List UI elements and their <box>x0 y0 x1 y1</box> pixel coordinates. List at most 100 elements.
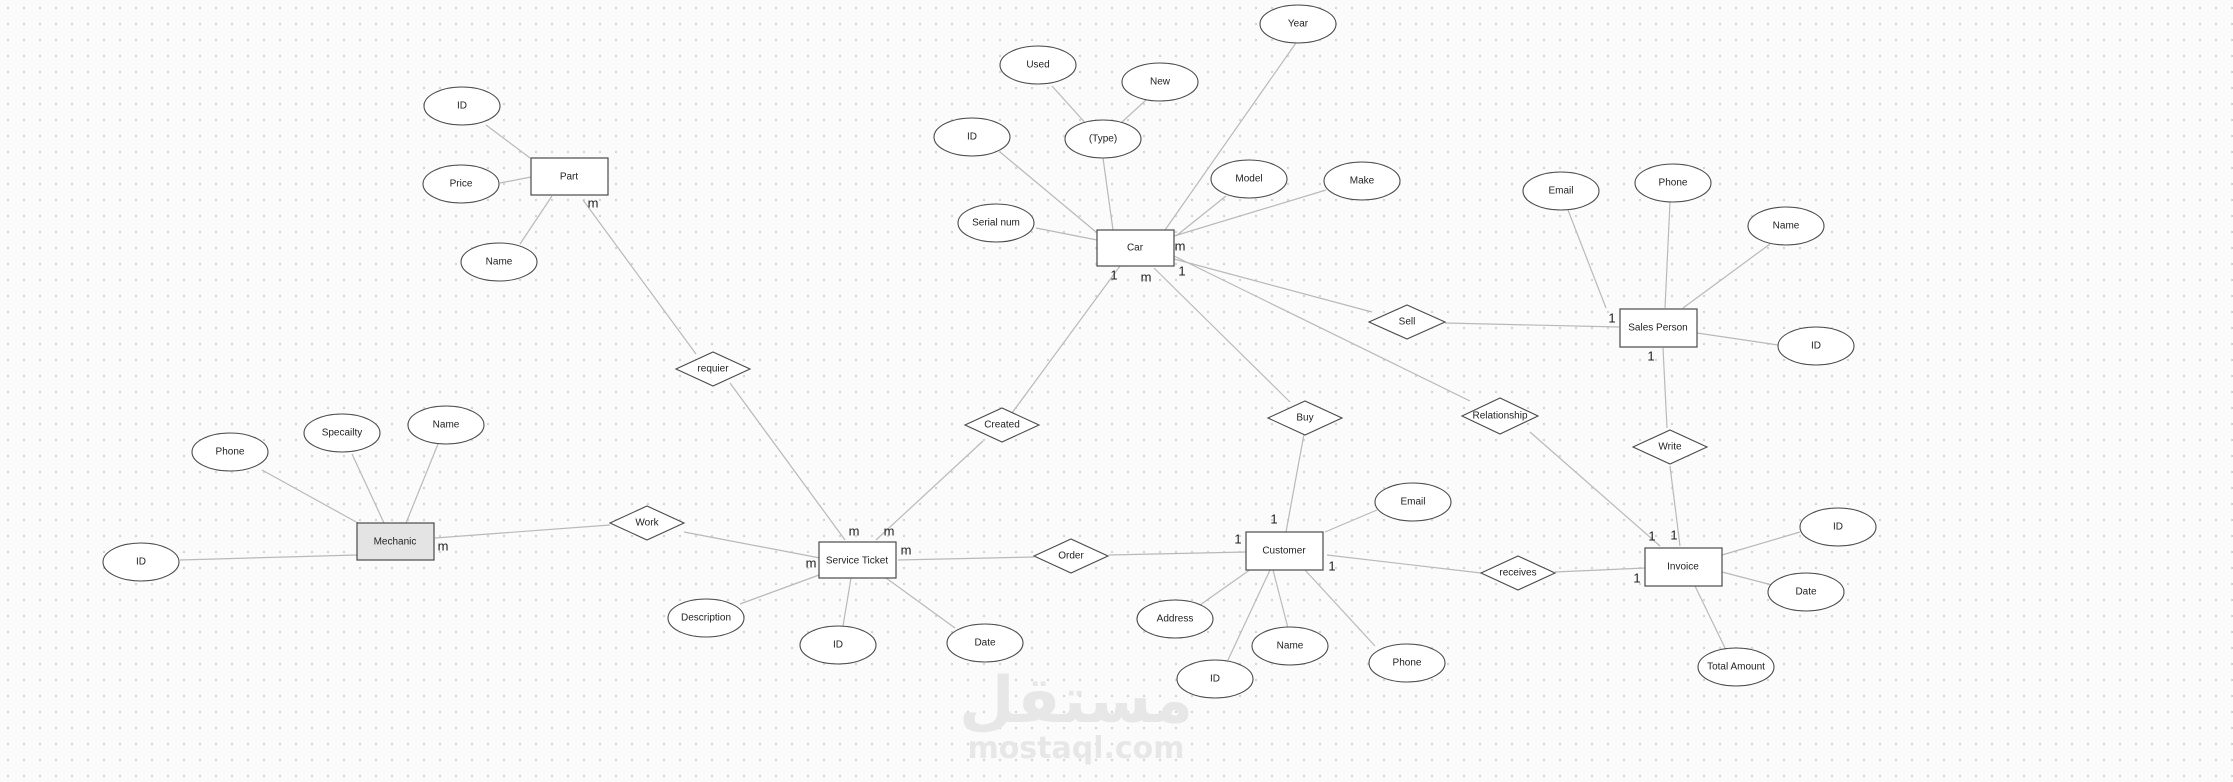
edge-created-st <box>875 440 984 541</box>
attribute-st-date[interactable]: Date <box>946 623 1024 663</box>
edge-inv-id <box>1721 531 1801 556</box>
attribute-sp-name[interactable]: Name <box>1747 206 1825 246</box>
entity-car[interactable]: Car <box>1096 229 1175 267</box>
relationship-sell[interactable]: Sell <box>1367 304 1447 340</box>
relationship-work-label: Work <box>635 518 659 529</box>
edge-type-new <box>1121 99 1147 123</box>
attribute-car-serial[interactable]: Serial num <box>957 203 1035 243</box>
edge-relationship-invoice <box>1529 431 1661 547</box>
edge-mech-name <box>405 443 439 524</box>
attribute-mech-name-label: Name <box>433 420 460 431</box>
attribute-sp-email[interactable]: Email <box>1522 171 1600 211</box>
relationship-order[interactable]: Order <box>1032 538 1110 574</box>
attribute-car-type-label: (Type) <box>1089 134 1117 145</box>
entity-part[interactable]: Part <box>530 157 609 196</box>
attribute-inv-date[interactable]: Date <box>1767 572 1845 612</box>
relationship-requier[interactable]: requier <box>674 351 752 387</box>
attribute-cust-phone[interactable]: Phone <box>1368 643 1446 683</box>
cardinality-customer-buy: 1 <box>1270 511 1277 526</box>
attribute-mech-specialty-label: Specailty <box>322 428 363 439</box>
edge-car-buy <box>1153 267 1291 403</box>
attribute-cust-id[interactable]: ID <box>1176 659 1254 699</box>
edge-car-relationship <box>1173 255 1471 402</box>
attribute-part-price-label: Price <box>450 179 473 190</box>
relationship-order-label: Order <box>1058 551 1084 562</box>
cardinality-st-order: m <box>901 542 912 557</box>
edge-st-description <box>739 574 820 605</box>
entity-invoice[interactable]: Invoice <box>1644 547 1723 587</box>
attribute-mech-phone[interactable]: Phone <box>191 432 269 472</box>
relationship-buy[interactable]: Buy <box>1266 400 1344 436</box>
edge-sp-write <box>1662 347 1668 429</box>
attribute-inv-total[interactable]: Total Amount <box>1697 647 1775 687</box>
attribute-st-description[interactable]: Description <box>667 598 745 638</box>
attribute-sp-phone-label: Phone <box>1659 178 1688 189</box>
entity-mechanic-label: Mechanic <box>374 537 417 548</box>
relationship-relationship[interactable]: Relationship <box>1460 397 1540 435</box>
relationship-receives[interactable]: receives <box>1479 555 1557 591</box>
attribute-inv-id-label: ID <box>1833 522 1843 533</box>
edge-cust-email <box>1324 509 1378 533</box>
attribute-part-name[interactable]: Name <box>460 242 538 282</box>
relationship-work[interactable]: Work <box>608 505 686 541</box>
attribute-cust-email[interactable]: Email <box>1374 482 1452 522</box>
edge-part-requier <box>582 199 697 355</box>
entity-service-ticket[interactable]: Service Ticket <box>818 541 897 579</box>
relationship-receives-label: receives <box>1499 568 1536 579</box>
connectors <box>179 39 1801 661</box>
attribute-sp-id[interactable]: ID <box>1777 326 1855 366</box>
attribute-part-id-label: ID <box>457 101 467 112</box>
relationship-created-label: Created <box>984 420 1020 431</box>
relationship-created[interactable]: Created <box>963 407 1041 443</box>
attribute-sp-name-label: Name <box>1773 221 1800 232</box>
attribute-car-make-label: Make <box>1350 176 1375 187</box>
attribute-mech-name[interactable]: Name <box>407 405 485 445</box>
attribute-st-id[interactable]: ID <box>799 625 877 665</box>
attribute-st-description-label: Description <box>681 613 731 624</box>
relationship-sell-label: Sell <box>1399 317 1416 328</box>
attribute-car-used[interactable]: Used <box>999 45 1077 85</box>
attribute-car-used-label: Used <box>1026 60 1049 71</box>
attribute-sp-email-label: Email <box>1548 186 1573 197</box>
attribute-sp-phone[interactable]: Phone <box>1634 163 1712 203</box>
attribute-car-serial-label: Serial num <box>972 218 1020 229</box>
edge-part-name <box>519 195 553 245</box>
cardinality-invoice-write: 1 <box>1670 527 1677 542</box>
edge-car-type <box>1102 157 1114 231</box>
attribute-car-id-label: ID <box>967 132 977 143</box>
attribute-mech-specialty[interactable]: Specailty <box>303 413 381 453</box>
attribute-car-make[interactable]: Make <box>1323 161 1401 201</box>
attribute-cust-id-label: ID <box>1210 674 1220 685</box>
cardinality-st-created: m <box>884 523 895 538</box>
entity-mechanic[interactable]: Mechanic <box>356 522 435 561</box>
entity-sales-person[interactable]: Sales Person <box>1619 308 1698 348</box>
entity-car-label: Car <box>1127 243 1144 254</box>
cardinality-invoice-receives: 1 <box>1633 570 1640 585</box>
attribute-part-id[interactable]: ID <box>423 86 501 126</box>
edge-sp-email <box>1567 209 1607 309</box>
entity-part-label: Part <box>560 172 579 183</box>
cardinality-car-created: 1 <box>1110 267 1117 282</box>
relationship-write[interactable]: Write <box>1631 429 1709 465</box>
attribute-car-id[interactable]: ID <box>933 117 1011 157</box>
edge-cust-id <box>1227 569 1271 661</box>
attribute-car-model[interactable]: Model <box>1210 159 1288 199</box>
attribute-car-type[interactable]: (Type) <box>1064 119 1142 159</box>
attribute-part-price[interactable]: Price <box>422 164 500 204</box>
cardinality-mechanic-work: m <box>438 538 449 553</box>
entity-customer[interactable]: Customer <box>1245 531 1324 571</box>
edge-customer-receives <box>1326 554 1482 574</box>
attribute-car-new[interactable]: New <box>1121 62 1199 102</box>
cardinality-car-buy: m <box>1141 269 1152 284</box>
attribute-inv-id[interactable]: ID <box>1799 507 1877 547</box>
cardinality-sp-sell: 1 <box>1608 310 1615 325</box>
attribute-cust-name[interactable]: Name <box>1251 626 1329 666</box>
relationship-requier-label: requier <box>697 364 729 375</box>
edge-car-id <box>999 151 1097 233</box>
attribute-car-year[interactable]: Year <box>1259 4 1337 44</box>
attribute-car-year-label: Year <box>1288 19 1309 30</box>
edge-inv-total <box>1694 585 1727 651</box>
attribute-cust-address[interactable]: Address <box>1136 599 1214 639</box>
attribute-mech-id[interactable]: ID <box>102 542 180 582</box>
